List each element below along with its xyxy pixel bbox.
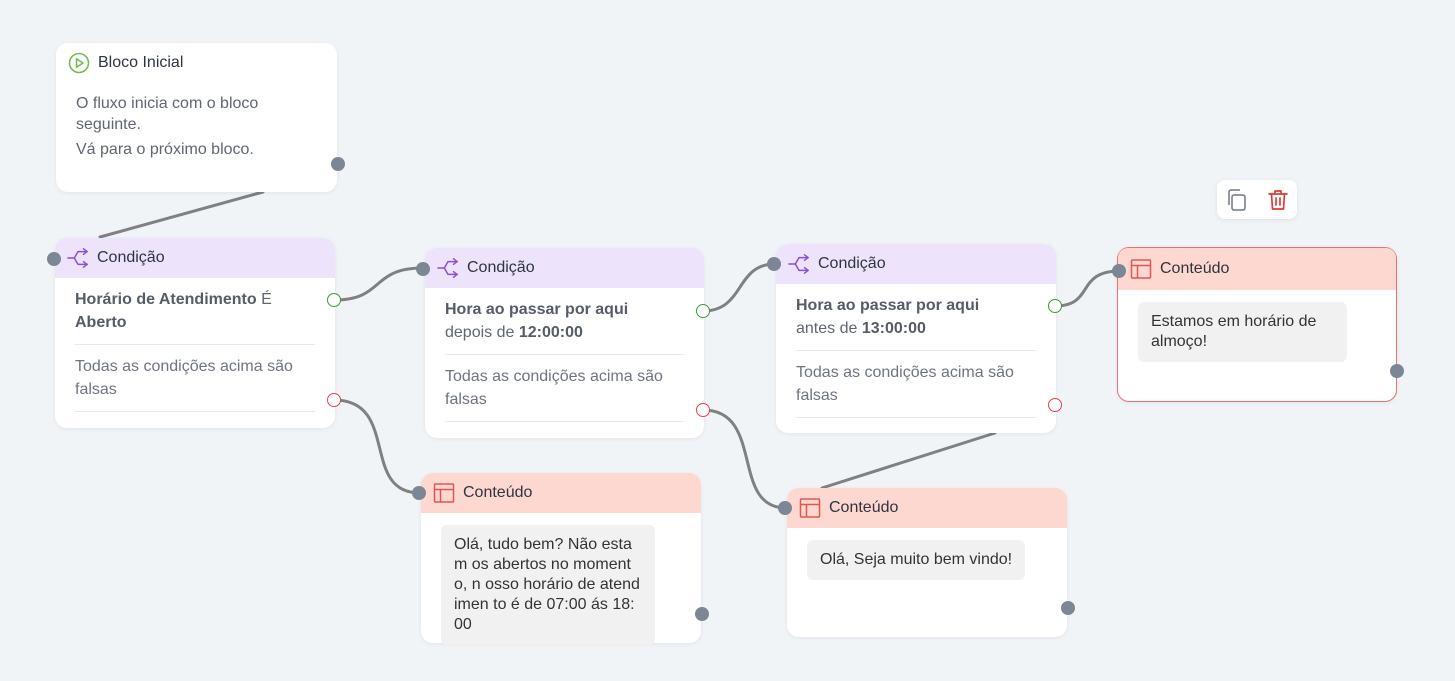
edge-condition-2-false bbox=[701, 408, 788, 510]
layout-icon bbox=[799, 497, 821, 519]
condition-operator: depois de bbox=[445, 324, 515, 341]
start-block-next: Vá para o próximo bloco. bbox=[76, 141, 254, 158]
condition-value: Aberto bbox=[75, 314, 127, 331]
content-block-3-title: Conteúdo bbox=[1160, 260, 1230, 277]
condition-value: 12:00:00 bbox=[518, 324, 583, 341]
condition-block-1-title: Condição bbox=[97, 249, 165, 266]
edge-condition-1-false bbox=[332, 398, 422, 495]
condition-block-2-false-port[interactable] bbox=[696, 403, 710, 417]
condition-field: Horário de Atendimento bbox=[75, 291, 257, 308]
condition-block-3-false-port[interactable] bbox=[1048, 398, 1062, 412]
condition-block-2-title: Condição bbox=[467, 259, 535, 276]
content-block-2-header: Conteúdo bbox=[787, 488, 1067, 528]
content-block-1-input-port[interactable] bbox=[412, 486, 426, 500]
condition-block-2-true-port[interactable] bbox=[696, 304, 710, 318]
condition-block-3-title: Condição bbox=[818, 255, 886, 272]
content-message[interactable]: Olá, Seja muito bem vindo! bbox=[807, 540, 1026, 580]
content-block-3-output-port[interactable] bbox=[1390, 364, 1404, 378]
edge-start-to-condition-1 bbox=[98, 190, 265, 239]
copy-icon[interactable] bbox=[1223, 187, 1249, 213]
split-arrow-icon bbox=[67, 247, 89, 269]
play-circle-icon bbox=[68, 52, 90, 74]
condition-operator: antes de bbox=[796, 320, 858, 337]
condition-else-row: Todas as condições acima são falsas bbox=[796, 351, 1036, 418]
edge-condition-3-true bbox=[1053, 269, 1122, 308]
start-block[interactable]: Bloco Inicial O fluxo inicia com o bloco… bbox=[56, 43, 337, 192]
condition-block-3[interactable]: Condição Hora ao passar por aqui antes d… bbox=[776, 244, 1056, 433]
condition-rule[interactable]: Hora ao passar por aqui antes de 13:00:0… bbox=[796, 294, 1036, 351]
condition-block-2[interactable]: Condição Hora ao passar por aqui depois … bbox=[425, 248, 704, 438]
condition-value: 13:00:00 bbox=[861, 320, 926, 337]
trash-icon[interactable] bbox=[1265, 187, 1291, 213]
layout-icon bbox=[433, 482, 455, 504]
condition-block-2-input-port[interactable] bbox=[416, 262, 430, 276]
edge-condition-1-true bbox=[332, 266, 425, 302]
condition-operator: É bbox=[261, 291, 272, 308]
edge-condition-3-false bbox=[820, 431, 997, 490]
content-block-1[interactable]: Conteúdo Olá, tudo bem? Não estam os abe… bbox=[421, 473, 701, 645]
content-message[interactable]: Olá, tudo bem? Não estam os abertos no m… bbox=[441, 525, 655, 645]
split-arrow-icon bbox=[788, 253, 810, 275]
condition-block-1-input-port[interactable] bbox=[47, 252, 61, 266]
content-block-2-input-port[interactable] bbox=[778, 501, 792, 515]
condition-rule[interactable]: Horário de Atendimento É Aberto bbox=[75, 288, 315, 345]
condition-block-1-header: Condição bbox=[55, 238, 335, 278]
condition-block-2-header: Condição bbox=[425, 248, 704, 288]
content-block-3-header: Conteúdo bbox=[1118, 248, 1396, 290]
condition-block-3-input-port[interactable] bbox=[767, 257, 781, 271]
condition-field: Hora ao passar por aqui bbox=[796, 297, 980, 314]
start-block-description: O fluxo inicia com o bloco seguinte. bbox=[76, 95, 259, 133]
condition-block-3-header: Condição bbox=[776, 244, 1056, 284]
content-block-3[interactable]: Conteúdo Estamos em horário de almoço! bbox=[1117, 247, 1397, 402]
condition-field: Hora ao passar por aqui bbox=[445, 301, 629, 318]
condition-block-1-false-port[interactable] bbox=[327, 393, 341, 407]
block-toolbar bbox=[1217, 180, 1297, 219]
content-block-2[interactable]: Conteúdo Olá, Seja muito bem vindo! bbox=[787, 488, 1067, 637]
start-block-header: Bloco Inicial bbox=[56, 43, 337, 83]
content-block-1-title: Conteúdo bbox=[463, 484, 533, 501]
content-block-1-output-port[interactable] bbox=[695, 607, 709, 621]
content-block-3-input-port[interactable] bbox=[1112, 264, 1126, 278]
condition-else-row: Todas as condições acima são falsas bbox=[75, 345, 315, 412]
content-message[interactable]: Estamos em horário de almoço! bbox=[1138, 302, 1347, 362]
start-block-title: Bloco Inicial bbox=[98, 54, 184, 71]
condition-block-1[interactable]: Condição Horário de Atendimento É Aberto… bbox=[55, 238, 335, 428]
start-block-output-port[interactable] bbox=[331, 157, 345, 171]
layout-icon bbox=[1130, 258, 1152, 280]
condition-rule[interactable]: Hora ao passar por aqui depois de 12:00:… bbox=[445, 298, 684, 355]
condition-block-3-true-port[interactable] bbox=[1048, 299, 1062, 313]
content-block-2-output-port[interactable] bbox=[1061, 601, 1075, 615]
edge-condition-2-true bbox=[701, 262, 777, 313]
condition-block-1-true-port[interactable] bbox=[327, 293, 341, 307]
split-arrow-icon bbox=[437, 257, 459, 279]
content-block-1-header: Conteúdo bbox=[421, 473, 701, 513]
content-block-2-title: Conteúdo bbox=[829, 499, 899, 516]
condition-else-row: Todas as condições acima são falsas bbox=[445, 355, 684, 422]
